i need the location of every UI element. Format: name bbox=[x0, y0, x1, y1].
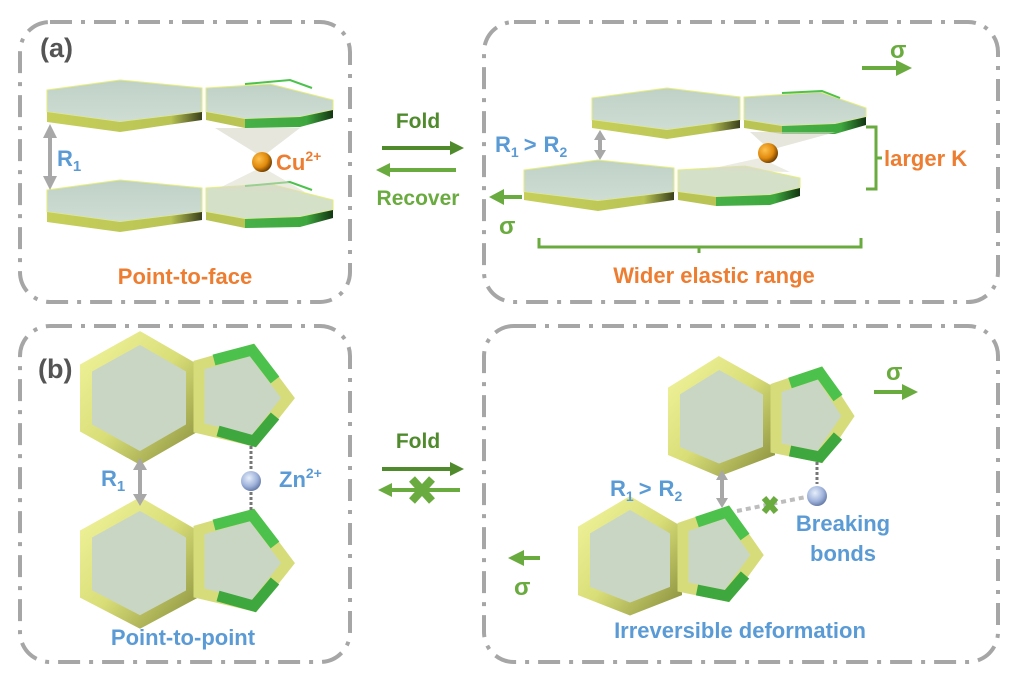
molecule-bottom-plate bbox=[46, 179, 334, 232]
distance-arrow-r2-b bbox=[716, 470, 728, 508]
blocked-cross-icon bbox=[409, 476, 435, 504]
stress-arrow-right-b bbox=[874, 384, 918, 400]
panel-b-left-frame bbox=[18, 324, 352, 664]
stiffness-bracket bbox=[866, 125, 882, 191]
breaking-bonds-label-line1: Breaking bbox=[796, 511, 890, 536]
stress-label-top-b: σ bbox=[886, 359, 902, 386]
distance-arrow-r2-a bbox=[594, 130, 606, 160]
stress-arrow-right-a bbox=[862, 60, 912, 76]
molecule-top-plate-shifted bbox=[591, 87, 867, 139]
stiffness-label: larger K bbox=[884, 146, 967, 171]
molecule-top-plate bbox=[46, 78, 334, 132]
molecule-top-ring-b-right bbox=[668, 356, 855, 477]
ion-label-cu: Cu2+ bbox=[276, 148, 321, 175]
cu-ion-sphere bbox=[252, 152, 272, 172]
panel-b-right-frame bbox=[482, 324, 1000, 664]
zn-ion-sphere-right bbox=[807, 486, 827, 506]
coordination-cone-bottom-shifted bbox=[705, 158, 790, 172]
coordination-bond-broken bbox=[736, 495, 807, 513]
caption-point-to-face: Point-to-face bbox=[118, 264, 252, 289]
stress-label-bottom-a: σ bbox=[499, 213, 515, 240]
stress-arrow-left-b bbox=[508, 550, 540, 566]
distance-label-r1: R1 bbox=[57, 146, 81, 175]
distance-compare-label-a: R1>R2 bbox=[495, 132, 567, 160]
molecule-bottom-plate-shifted bbox=[523, 159, 801, 211]
distance-arrow-r1 bbox=[43, 124, 57, 190]
stress-label-bottom-b: σ bbox=[514, 574, 530, 601]
molecule-bottom-ring-b-right bbox=[578, 496, 764, 616]
distance-compare-label-b: R1>R2 bbox=[610, 476, 682, 504]
caption-point-to-point: Point-to-point bbox=[111, 625, 256, 650]
panel-a-right-frame bbox=[482, 20, 1000, 304]
stress-arrow-left-a bbox=[489, 189, 522, 205]
fold-arrow-a bbox=[382, 141, 464, 155]
cu-ion-sphere-shifted bbox=[758, 143, 778, 163]
fold-arrow-b bbox=[382, 462, 464, 476]
panel-a-tag: (a) bbox=[40, 33, 73, 63]
molecule-bottom-ring-b bbox=[80, 497, 295, 629]
panel-b-tag: (b) bbox=[38, 354, 72, 384]
breaking-bonds-label-line2: bonds bbox=[810, 541, 876, 566]
molecule-top-ring-b bbox=[80, 331, 295, 465]
panel-a-left-frame bbox=[18, 20, 352, 304]
caption-wider-elastic-range: Wider elastic range bbox=[613, 263, 815, 288]
bond-break-cross-icon bbox=[761, 496, 779, 514]
elastic-range-bracket bbox=[537, 238, 863, 253]
coordination-cone-top bbox=[215, 128, 300, 157]
caption-irreversible-deformation: Irreversible deformation bbox=[614, 618, 866, 643]
distance-label-r1-b: R1 bbox=[101, 466, 125, 495]
fold-label-b: Fold bbox=[396, 430, 440, 453]
zn-ion-sphere bbox=[241, 471, 261, 491]
distance-arrow-r1-b bbox=[133, 458, 147, 506]
recover-arrow-a bbox=[376, 163, 456, 177]
recover-label-a: Recover bbox=[377, 187, 460, 210]
coordination-cone-bottom bbox=[215, 167, 305, 192]
ion-label-zn: Zn2+ bbox=[279, 465, 322, 492]
stress-label-top-a: σ bbox=[890, 37, 906, 64]
fold-label-a: Fold bbox=[396, 110, 440, 133]
